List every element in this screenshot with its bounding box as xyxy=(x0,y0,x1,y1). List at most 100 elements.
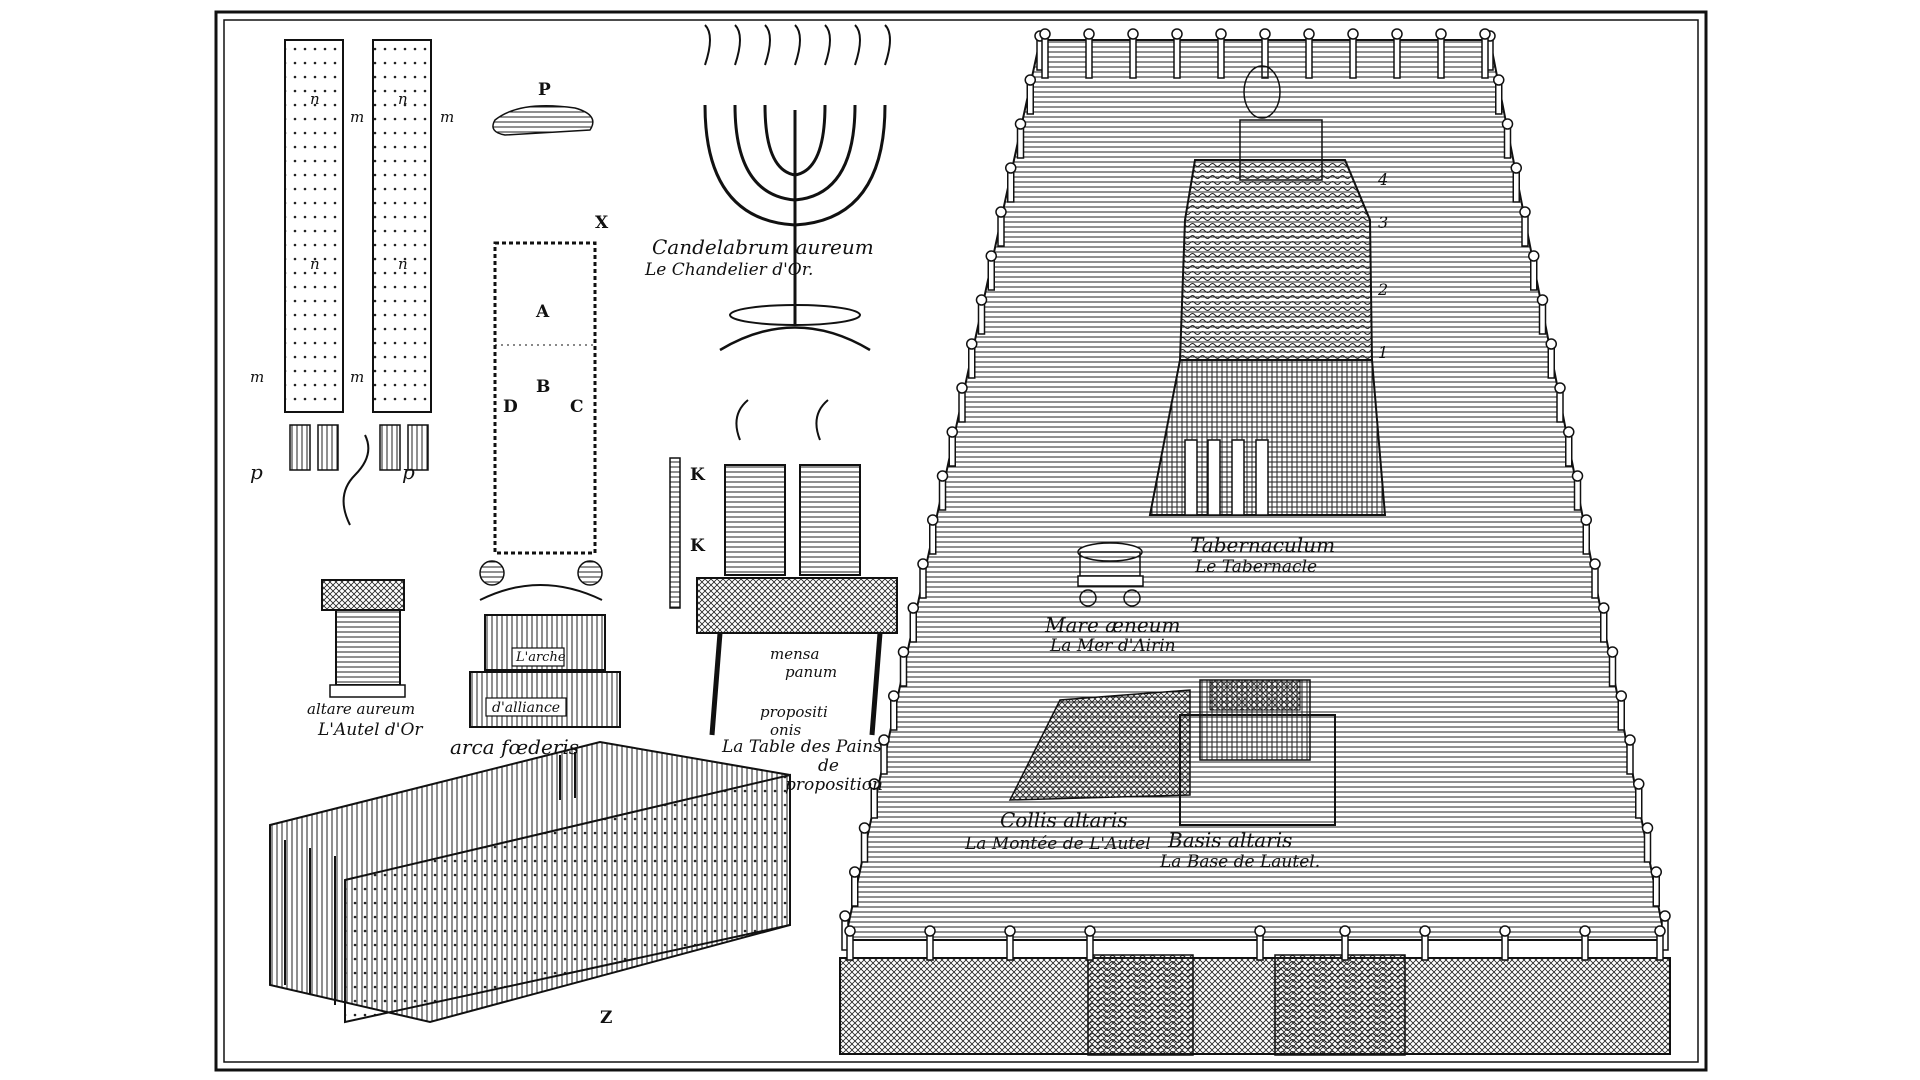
letter-n-2: n xyxy=(398,90,408,108)
court-gate-curtain-left xyxy=(1087,954,1194,1056)
tabernacle-board-1 xyxy=(284,39,344,471)
board-frame-z xyxy=(269,740,791,1024)
fence-post-knob xyxy=(1510,162,1522,174)
fence-post-knob xyxy=(1419,925,1431,937)
fence-post-knob xyxy=(1579,925,1591,937)
fence-post xyxy=(1026,83,1034,115)
fence-post-knob xyxy=(1624,734,1636,746)
fence-post-knob xyxy=(1499,925,1511,937)
fence-post xyxy=(1591,567,1599,599)
fence-post xyxy=(1437,37,1445,79)
fence-post-knob xyxy=(849,866,861,878)
letter-d: D xyxy=(503,397,518,417)
fence-post xyxy=(1016,127,1025,159)
altare-french-label: L'Autel d'Or xyxy=(318,720,423,740)
arche-plaque-label: L'arche xyxy=(516,650,566,665)
fence-post-knob xyxy=(1545,338,1557,350)
fence-post-knob xyxy=(1004,925,1016,937)
fence-post-knob xyxy=(1654,925,1666,937)
fence-post xyxy=(1600,611,1608,643)
altar-fire xyxy=(1209,679,1301,711)
fence-post-knob xyxy=(1501,118,1514,130)
tent-layer-number: 2 xyxy=(1377,280,1388,299)
fence-post xyxy=(1643,831,1652,863)
fence-post xyxy=(968,347,976,379)
fence-post-knob xyxy=(1005,162,1017,174)
fence-post xyxy=(958,391,966,423)
tabernaculum-latin-label: Tabernaculum xyxy=(1190,533,1336,557)
mensa-latin-line-2: panum xyxy=(785,663,838,681)
fence-post-knob xyxy=(1039,28,1051,40)
candelabrum-french-label: Le Chandelier d'Or. xyxy=(645,260,814,280)
fence-post-knob xyxy=(1024,74,1036,86)
golden-incense-altar xyxy=(321,434,406,698)
fence-post-knob xyxy=(927,514,939,526)
tent-roof xyxy=(1178,159,1374,361)
table-french-line-2: de xyxy=(818,756,839,776)
fence-post-knob xyxy=(1493,74,1505,86)
tent-layer-number: 3 xyxy=(1378,213,1388,232)
letter-p-bracket: P xyxy=(538,80,551,100)
fence-post xyxy=(851,875,859,907)
letter-m-4: m xyxy=(350,368,365,386)
fence-post xyxy=(1129,37,1137,79)
fence-post xyxy=(926,934,934,961)
fence-post xyxy=(860,831,869,863)
court-gate-curtain-right xyxy=(1274,954,1406,1056)
fence-post xyxy=(1547,347,1555,379)
table-of-showbread xyxy=(696,399,898,736)
court-fence-posts xyxy=(839,28,1671,951)
fence-post-knob xyxy=(1650,866,1662,878)
fence-post-knob xyxy=(897,646,910,658)
fence-post xyxy=(987,259,995,291)
fence-post xyxy=(1503,127,1512,159)
fence-post xyxy=(1626,743,1634,775)
letter-a: A xyxy=(536,302,550,322)
mare-latin-label: Mare æneum xyxy=(1045,613,1181,637)
fence-post xyxy=(1635,787,1643,819)
tent-shekinah-cloud xyxy=(1243,65,1281,119)
court-front-wall xyxy=(839,957,1671,1055)
fence-post xyxy=(1173,37,1181,79)
altar-ramp xyxy=(1008,689,1191,801)
fence-post-knob xyxy=(858,822,871,834)
fence-post-knob xyxy=(1347,28,1359,40)
fence-post-knob xyxy=(1589,558,1601,570)
letter-x: X xyxy=(595,213,609,233)
candelabrum-latin-label: Candelabrum aureum xyxy=(652,235,874,259)
tabernaculum-french-label: Le Tabernacle xyxy=(1195,557,1318,577)
table-french-line-3: proposition xyxy=(785,775,883,795)
fence-post xyxy=(948,435,956,467)
tent-layer-number: 1 xyxy=(1378,343,1388,362)
fence-post-knob xyxy=(1479,28,1491,40)
fence-post-knob xyxy=(1606,646,1619,658)
fence-post xyxy=(1085,37,1093,79)
arca-latin-label: arca fœderis xyxy=(450,735,580,759)
fence-post xyxy=(1256,934,1264,961)
fence-post xyxy=(1565,435,1573,467)
mare-french-label: La Mer d'Airin xyxy=(1050,636,1176,656)
fence-post-knob xyxy=(985,250,997,262)
fence-post xyxy=(1481,37,1489,79)
fence-post-knob xyxy=(868,778,880,790)
tent-layer-number: 4 xyxy=(1377,170,1388,189)
fence-post-knob xyxy=(1171,28,1183,40)
fence-post-knob xyxy=(1641,822,1654,834)
fence-post xyxy=(1656,934,1664,961)
fence-post-knob xyxy=(1571,470,1584,482)
fence-post xyxy=(1573,479,1582,511)
fence-post xyxy=(909,611,917,643)
letter-k-top: K xyxy=(690,465,705,485)
tent-ark-top xyxy=(1239,119,1323,181)
bronze-laver xyxy=(1077,542,1144,607)
fence-post xyxy=(1617,699,1625,731)
collis-french-label: La Montée de L'Autel xyxy=(965,834,1151,854)
letter-p-1: p xyxy=(250,460,263,484)
fence-post-knob xyxy=(1435,28,1447,40)
fence-post-knob xyxy=(966,338,978,350)
fence-post-knob xyxy=(1580,514,1592,526)
mensa-latin-line-4: onis xyxy=(770,721,802,739)
tabernacle-tent xyxy=(1148,65,1387,516)
letter-n-4: n xyxy=(398,255,408,273)
letter-m-2: m xyxy=(440,108,455,126)
